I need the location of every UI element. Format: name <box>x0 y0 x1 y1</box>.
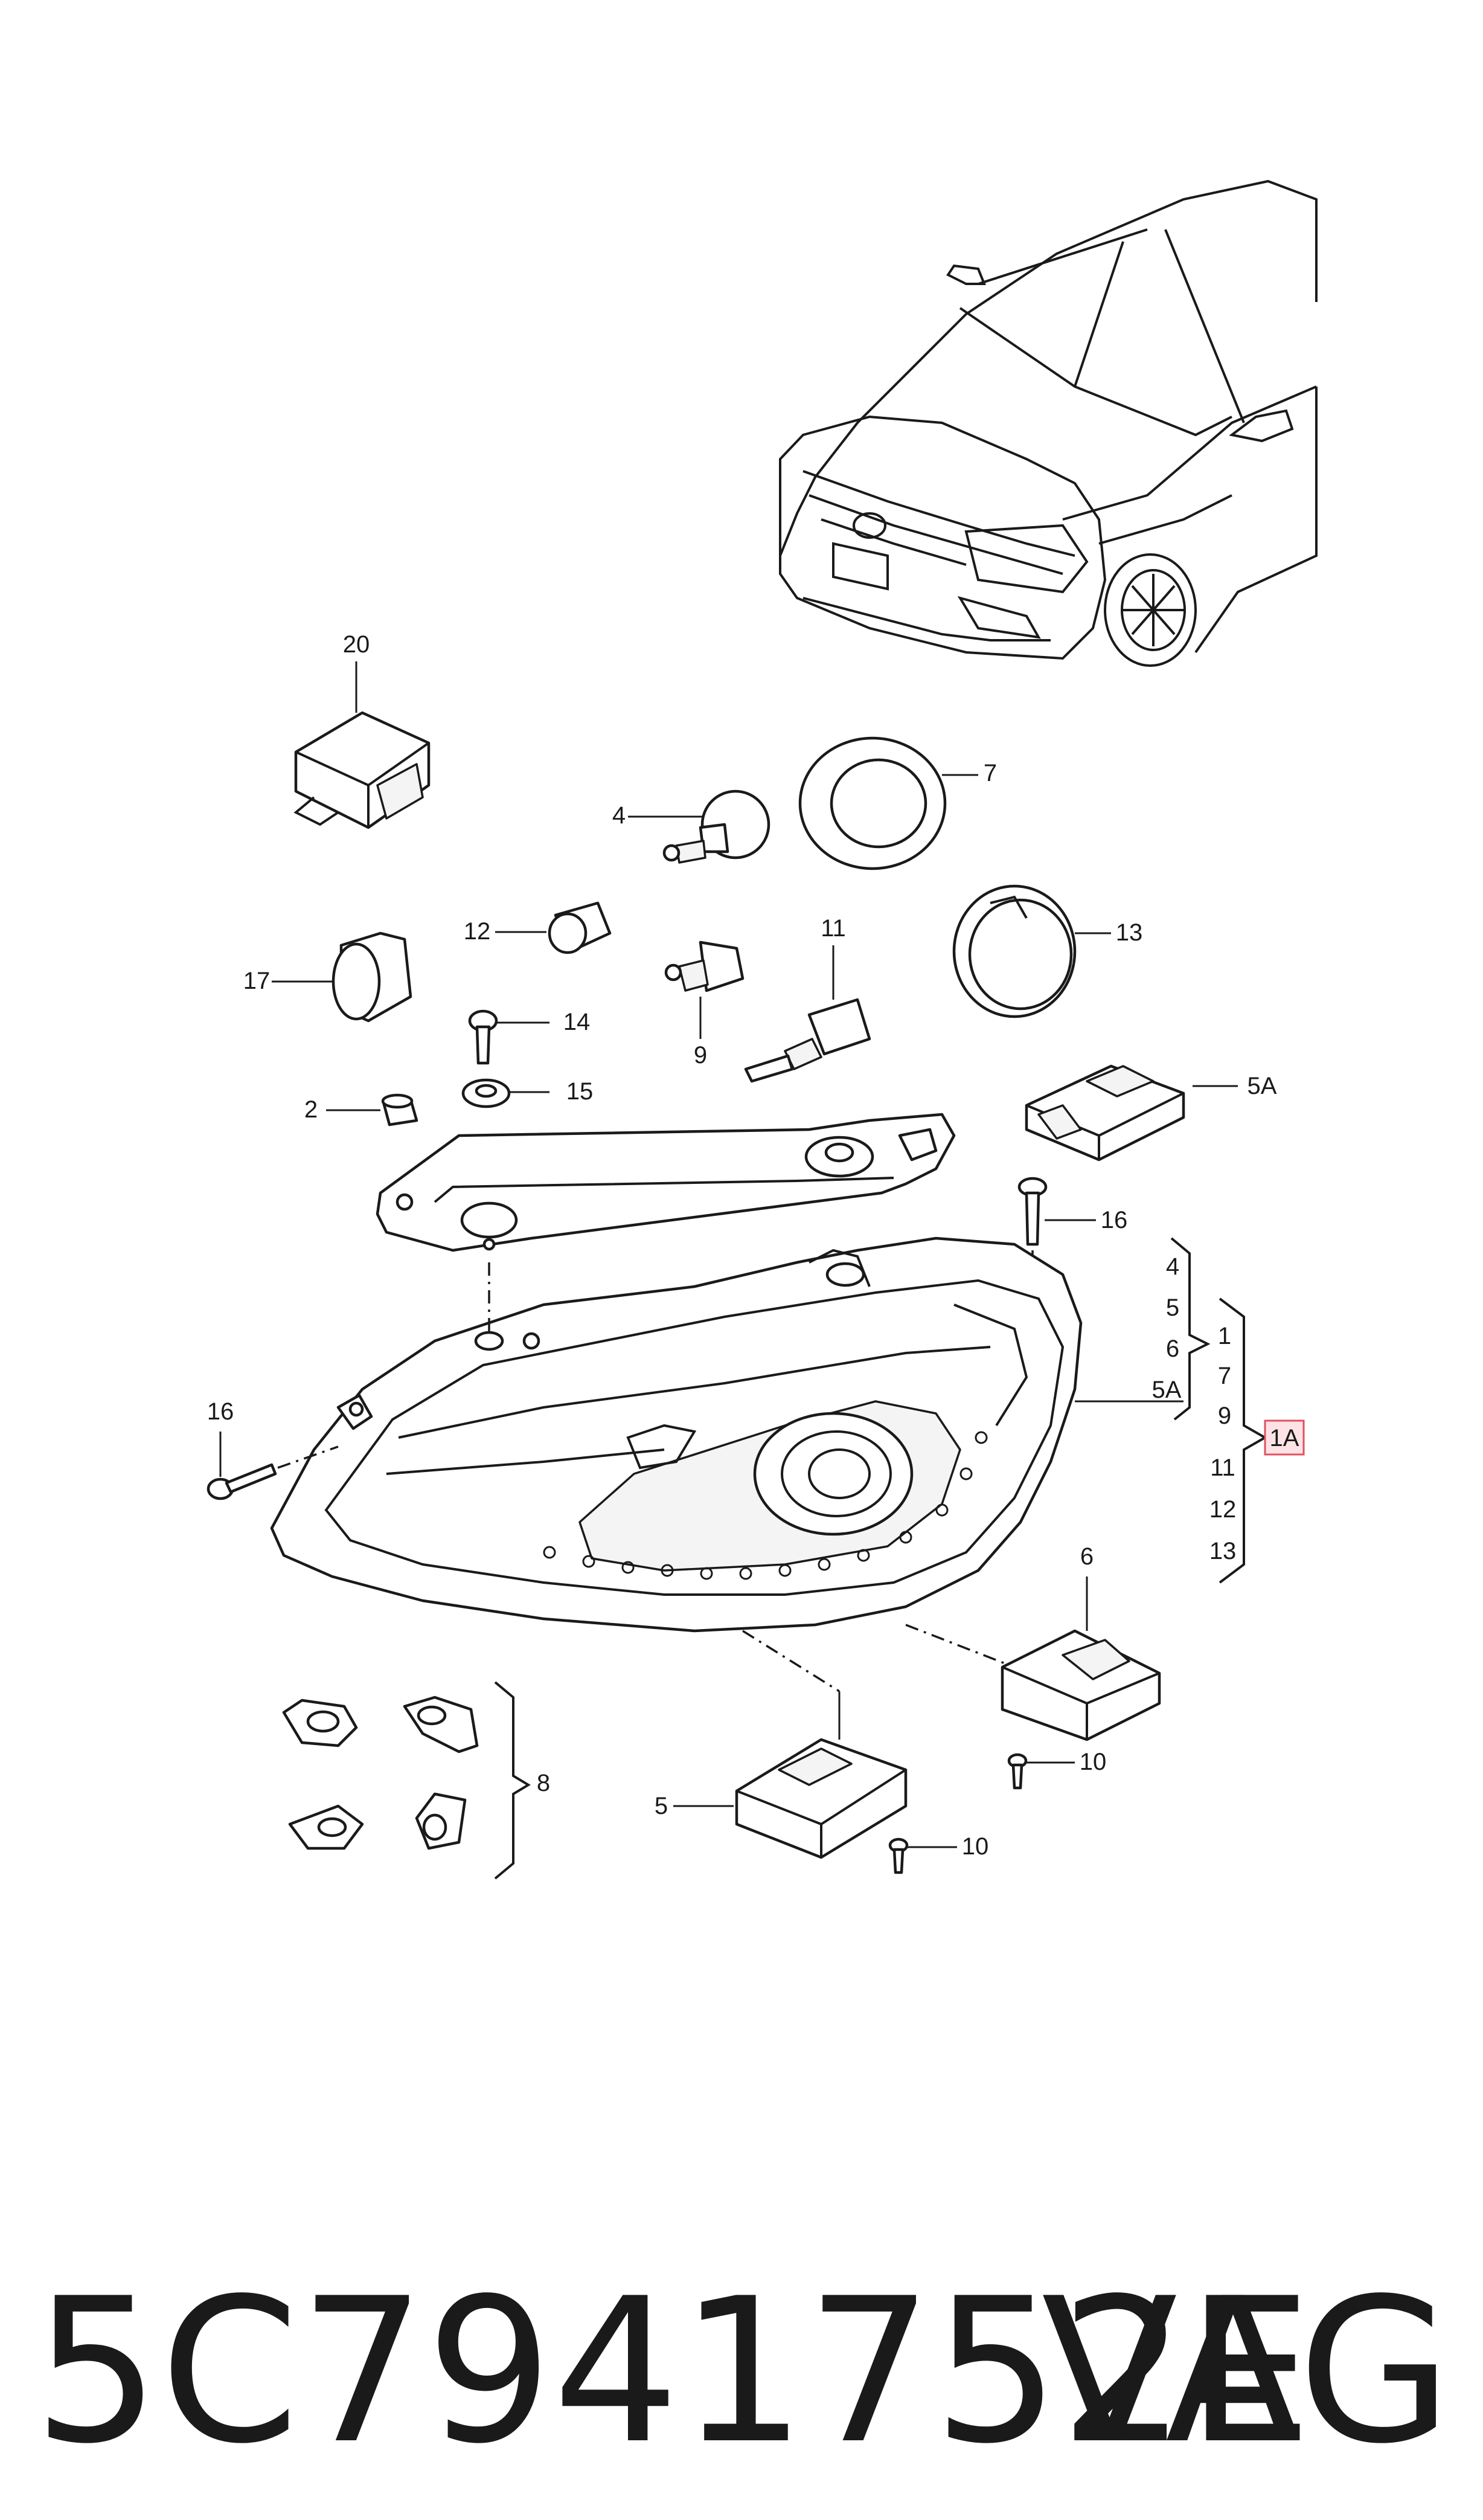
callout-11: 11 <box>821 915 846 942</box>
bracket-outer-item: 12 <box>1209 1496 1237 1523</box>
callout-6: 6 <box>1080 1543 1094 1570</box>
bracket-inner-item: 4 <box>1166 1253 1179 1280</box>
bracket-outer-item: 1 <box>1218 1323 1231 1349</box>
bracket-inner-item: 5A <box>1152 1377 1182 1403</box>
bracket-inner-item: 6 <box>1166 1336 1179 1362</box>
headlight-assembly <box>270 1236 1184 1692</box>
part-number: 5C7941752E <box>33 2255 1313 2487</box>
callout-2: 2 <box>304 1096 318 1123</box>
part-15-nut <box>461 1078 549 1108</box>
part-16-bolt-left <box>207 1432 339 1500</box>
bracket-outer-item: 9 <box>1218 1403 1231 1429</box>
part-9-bulb <box>664 940 745 1039</box>
bracket-inner <box>1170 1237 1211 1421</box>
part-5a-control-unit <box>1025 1064 1238 1162</box>
callout-9: 9 <box>694 1042 707 1069</box>
highlight-box <box>1264 1419 1305 1456</box>
part-11-xenon-bulb <box>744 945 871 1083</box>
part-8-brackets <box>282 1681 531 1880</box>
part-6-ignition-unit <box>1001 1577 1161 1741</box>
callout-10-b: 10 <box>962 1833 989 1860</box>
part-7-sealing-cap <box>798 736 978 870</box>
callout-7: 7 <box>984 760 997 786</box>
highlighted-part-1a[interactable]: 1A <box>1264 1419 1305 1456</box>
callout-5a: 5A <box>1248 1073 1277 1099</box>
part-10-screw-a <box>1007 1753 1075 1790</box>
bracket-outer-item: 7 <box>1218 1363 1231 1389</box>
callout-5: 5 <box>655 1793 668 1819</box>
part-17-bulb-holder <box>272 931 412 1023</box>
part-4-bulb <box>628 789 770 864</box>
part-14-screw <box>468 1009 549 1065</box>
car-illustration <box>779 179 1318 667</box>
part-13-cap <box>952 884 1111 1018</box>
brand-name: VAG <box>1042 2255 1452 2487</box>
part-12-bulb <box>495 901 612 954</box>
bracket-inner-item: 5 <box>1166 1294 1179 1321</box>
callout-16-right: 16 <box>1101 1207 1128 1233</box>
callout-4: 4 <box>612 802 626 829</box>
callout-16-left: 16 <box>207 1398 234 1425</box>
callout-12: 12 <box>464 918 491 945</box>
part-5-ballast <box>673 1691 908 1859</box>
callout-13: 13 <box>1116 919 1143 946</box>
highlight-label: 1A <box>1270 1425 1299 1451</box>
callout-14: 14 <box>563 1009 591 1035</box>
callout-8: 8 <box>537 1770 550 1796</box>
callout-20: 20 <box>343 631 370 658</box>
callout-15: 15 <box>566 1078 594 1105</box>
callout-10-a: 10 <box>1080 1749 1107 1775</box>
led-strip <box>543 1431 988 1580</box>
bracket-outer-item: 13 <box>1209 1538 1237 1564</box>
part-2-plug <box>326 1093 418 1127</box>
mounting-bracket <box>376 1113 956 1252</box>
part-10-screw-b <box>888 1837 957 1874</box>
callout-17: 17 <box>243 968 271 994</box>
bracket-outer-item: 11 <box>1210 1454 1235 1481</box>
part-20-control-module <box>293 661 431 829</box>
